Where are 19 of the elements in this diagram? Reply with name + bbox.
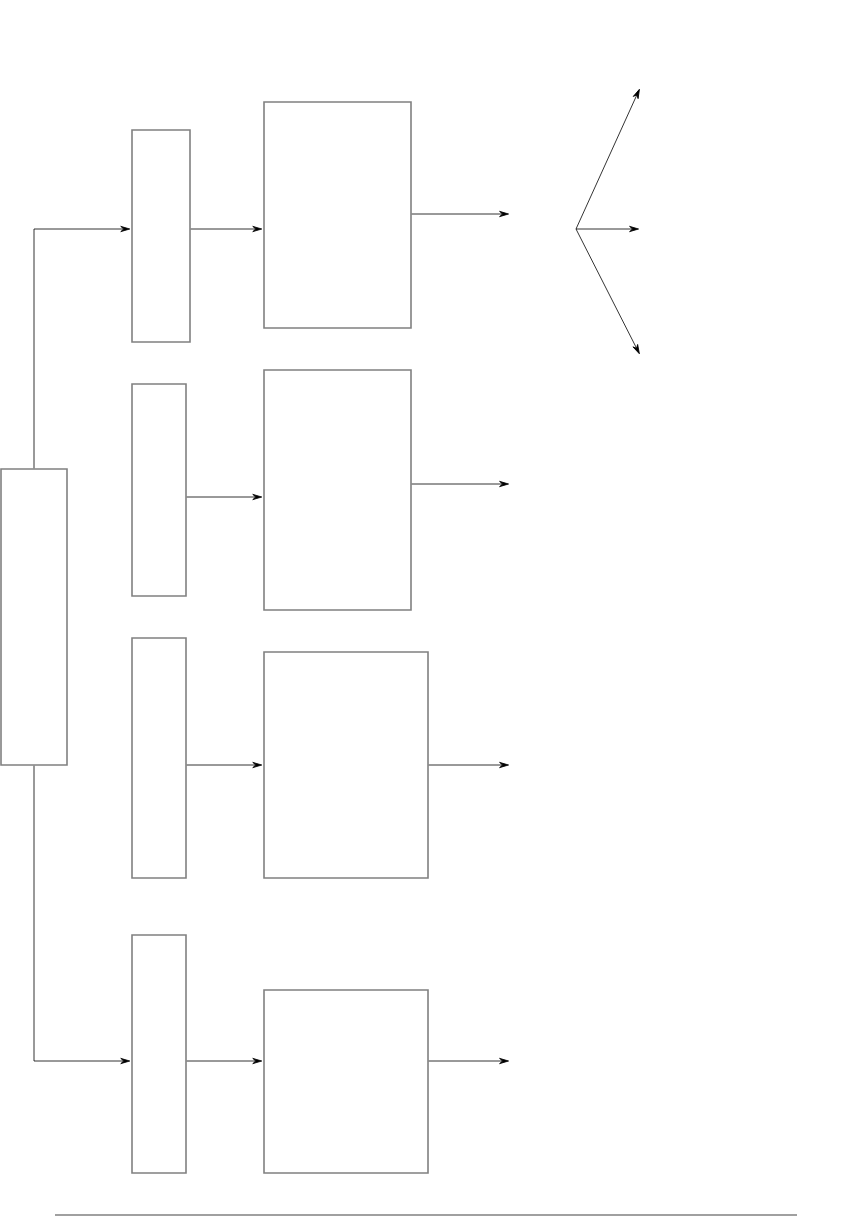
process-box — [131, 129, 191, 343]
process-box — [263, 651, 429, 879]
arrow — [190, 225, 263, 233]
process-box — [131, 637, 187, 879]
arrow — [411, 480, 509, 488]
arrow — [186, 493, 263, 501]
process-box — [0, 468, 68, 766]
arrow — [428, 1057, 509, 1065]
arrow — [186, 1057, 263, 1065]
arrow — [428, 761, 509, 769]
arrow — [33, 765, 131, 1065]
process-box — [263, 989, 429, 1174]
process-box — [131, 383, 187, 597]
process-box — [263, 369, 412, 611]
arrow — [186, 761, 263, 769]
arrow — [33, 225, 131, 469]
process-box — [131, 934, 187, 1174]
arrow — [411, 210, 509, 218]
process-box — [263, 101, 412, 329]
